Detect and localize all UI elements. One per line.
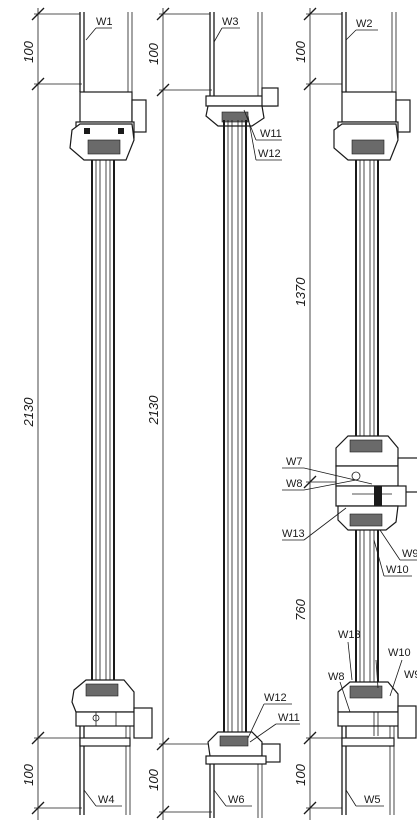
label-w9-lower: W9	[404, 669, 417, 681]
dim-right-top: 100	[293, 40, 308, 62]
label-w10-lower: W10	[388, 647, 411, 659]
label-w1: W1	[96, 16, 113, 28]
dim-right-bottom: 100	[293, 763, 308, 785]
dim-left-top: 100	[21, 40, 36, 62]
dim-left-main: 2130	[21, 397, 36, 428]
label-w2: W2	[356, 18, 373, 30]
label-w8-upper: W8	[286, 478, 303, 490]
dim-middle-main: 2130	[146, 395, 161, 426]
label-w13-lower: W13	[338, 629, 361, 641]
label-w11-top: W11	[260, 128, 282, 140]
label-w3: W3	[222, 16, 239, 28]
left-section	[69, 12, 153, 815]
label-w7: W7	[286, 456, 303, 468]
dimension-lines	[31, 7, 342, 820]
right-section	[282, 12, 417, 815]
dim-right-upper: 1370	[293, 277, 308, 307]
label-w5: W5	[364, 794, 381, 806]
dim-middle-bottom: 100	[146, 768, 161, 790]
label-w8-lower: W8	[328, 671, 345, 683]
label-w6: W6	[228, 794, 245, 806]
label-w12-bottom: W12	[264, 692, 287, 704]
dim-right-lower: 760	[293, 598, 308, 620]
label-w12-top: W12	[258, 148, 281, 160]
dim-left-bottom: 100	[21, 763, 36, 785]
label-w10-upper: W10	[386, 564, 409, 576]
label-w4: W4	[98, 794, 115, 806]
dim-middle-top: 100	[146, 42, 161, 64]
label-w11-bottom: W11	[278, 712, 300, 724]
label-w13-upper: W13	[282, 528, 305, 540]
label-w9-upper: W9	[402, 548, 417, 560]
middle-section	[205, 12, 300, 818]
